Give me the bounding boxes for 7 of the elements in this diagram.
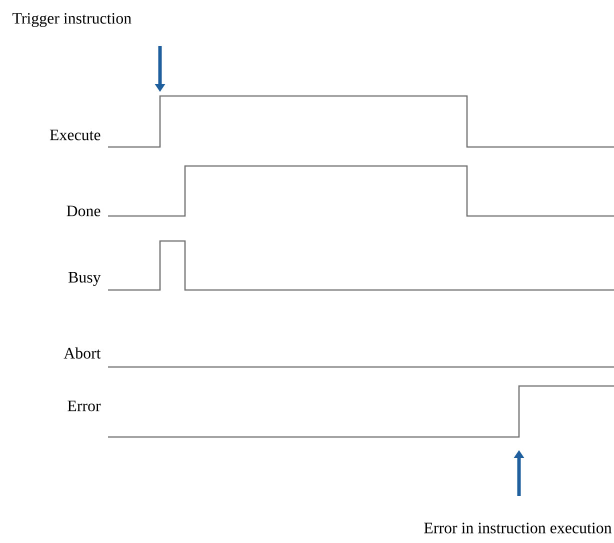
signal-name: Done [66, 206, 100, 216]
signal-name: Execute [50, 130, 100, 140]
annotation-text: Error in instruction execution [424, 522, 612, 534]
signal-name: Error [68, 400, 101, 412]
annotation-text: Trigger instruction [12, 13, 132, 27]
signal-name: Abort [64, 347, 101, 359]
signal-name: Busy [68, 272, 101, 286]
